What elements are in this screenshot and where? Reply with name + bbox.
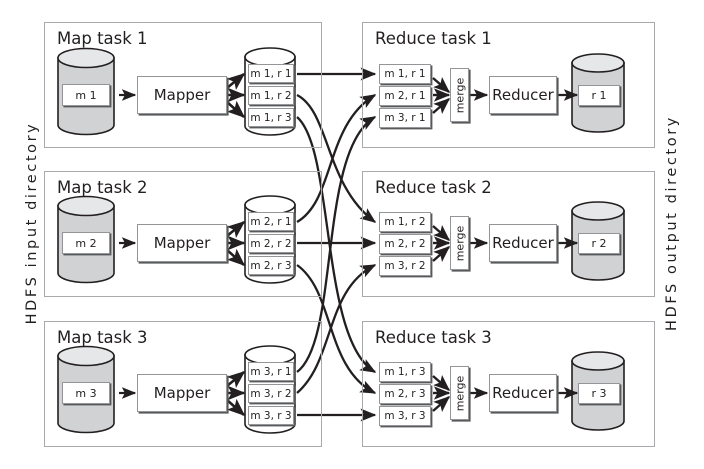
reduce-task-3-title: Reduce task 3 <box>375 328 492 347</box>
merge-box-3[interactable]: merge <box>450 366 469 420</box>
reduce-output-label-3: r 3 <box>578 383 620 404</box>
map-partition-chip-m2r1: m 2, r 1 <box>248 212 294 231</box>
merge-label-2: merge <box>453 225 466 261</box>
mapper-to-partition-arrows <box>226 72 246 417</box>
shuffle-m1r2-to-r2 <box>296 93 377 223</box>
reduce-input-chip-r2-m1: m 1, r 2 <box>379 212 431 232</box>
map-partition-chip-m1r3: m 1, r 3 <box>248 108 294 127</box>
reduce-input-chip-r3-m3: m 3, r 3 <box>379 406 431 426</box>
reduce-input-chip-r1-m2: m 2, r 1 <box>379 86 431 106</box>
shuffle-m2r3-to-r3 <box>296 264 377 395</box>
reduce-inputs-to-merge-arrows <box>432 76 451 413</box>
map-task-2-frame <box>44 171 322 297</box>
map-partition-chip-m3r1: m 3, r 1 <box>248 362 294 381</box>
map-task-3-frame <box>44 321 322 447</box>
map-split-to-mapper-arrows <box>119 89 137 399</box>
merge-label-3: merge <box>453 375 466 411</box>
reduce-output-label-2: r 2 <box>578 233 620 254</box>
map-input-split-label-1: m 1 <box>62 84 110 106</box>
merge-to-reducer-arrows <box>470 89 489 399</box>
reducer-box-2[interactable]: Reducer <box>489 224 557 262</box>
shuffle-m3r1-to-r1 <box>296 116 377 373</box>
map-partition-chip-m1r1: m 1, r 1 <box>248 64 294 83</box>
map-task-3-title: Map task 3 <box>57 328 148 347</box>
reduce-input-chip-r1-m3: m 3, r 1 <box>379 108 431 128</box>
reduce-task-1-title: Reduce task 1 <box>375 29 492 48</box>
mapper-box-1[interactable]: Mapper <box>137 76 227 114</box>
merge-box-2[interactable]: merge <box>450 216 469 270</box>
reduce-input-chip-r1-m1: m 1, r 1 <box>379 64 431 84</box>
reduce-task-1-frame <box>362 22 655 148</box>
reduce-task-3-frame <box>362 321 655 447</box>
merge-box-1[interactable]: merge <box>450 68 469 122</box>
map-task-2-title: Map task 2 <box>57 178 148 197</box>
map-partition-chip-m1r2: m 1, r 2 <box>248 86 294 105</box>
map-input-split-label-2: m 2 <box>62 232 110 254</box>
reduce-input-chip-r2-m3: m 3, r 2 <box>379 256 431 276</box>
reduce-input-chip-r2-m2: m 2, r 2 <box>379 234 431 254</box>
reduce-task-2-title: Reduce task 2 <box>375 178 492 197</box>
reducer-box-1[interactable]: Reducer <box>489 76 557 114</box>
shuffle-edges <box>296 67 377 422</box>
shuffle-m2r1-to-r1 <box>296 94 377 223</box>
reduce-task-2-frame <box>362 171 655 297</box>
map-partition-chip-m3r3: m 3, r 3 <box>248 406 294 425</box>
mapper-box-3[interactable]: Mapper <box>137 374 227 412</box>
reduce-input-chip-r3-m1: m 1, r 3 <box>379 362 431 382</box>
map-partition-chip-m2r3: m 2, r 3 <box>248 256 294 275</box>
shuffle-m3r2-to-r2 <box>296 263 377 394</box>
map-input-cylinder-3 <box>57 345 115 434</box>
map-partition-chip-m2r2: m 2, r 2 <box>248 234 294 253</box>
map-task-1-frame <box>44 22 322 148</box>
reducer-box-3[interactable]: Reducer <box>489 374 557 412</box>
mapper-box-2[interactable]: Mapper <box>137 224 227 262</box>
map-task-1-title: Map task 1 <box>57 29 148 48</box>
reducer-to-output-arrows <box>557 89 579 399</box>
reduce-input-chip-r3-m2: m 2, r 3 <box>379 384 431 404</box>
merge-label-1: merge <box>453 77 466 113</box>
map-input-split-label-3: m 3 <box>62 382 110 404</box>
reduce-output-label-1: r 1 <box>578 85 620 106</box>
map-partition-chip-m3r2: m 3, r 2 <box>248 384 294 403</box>
